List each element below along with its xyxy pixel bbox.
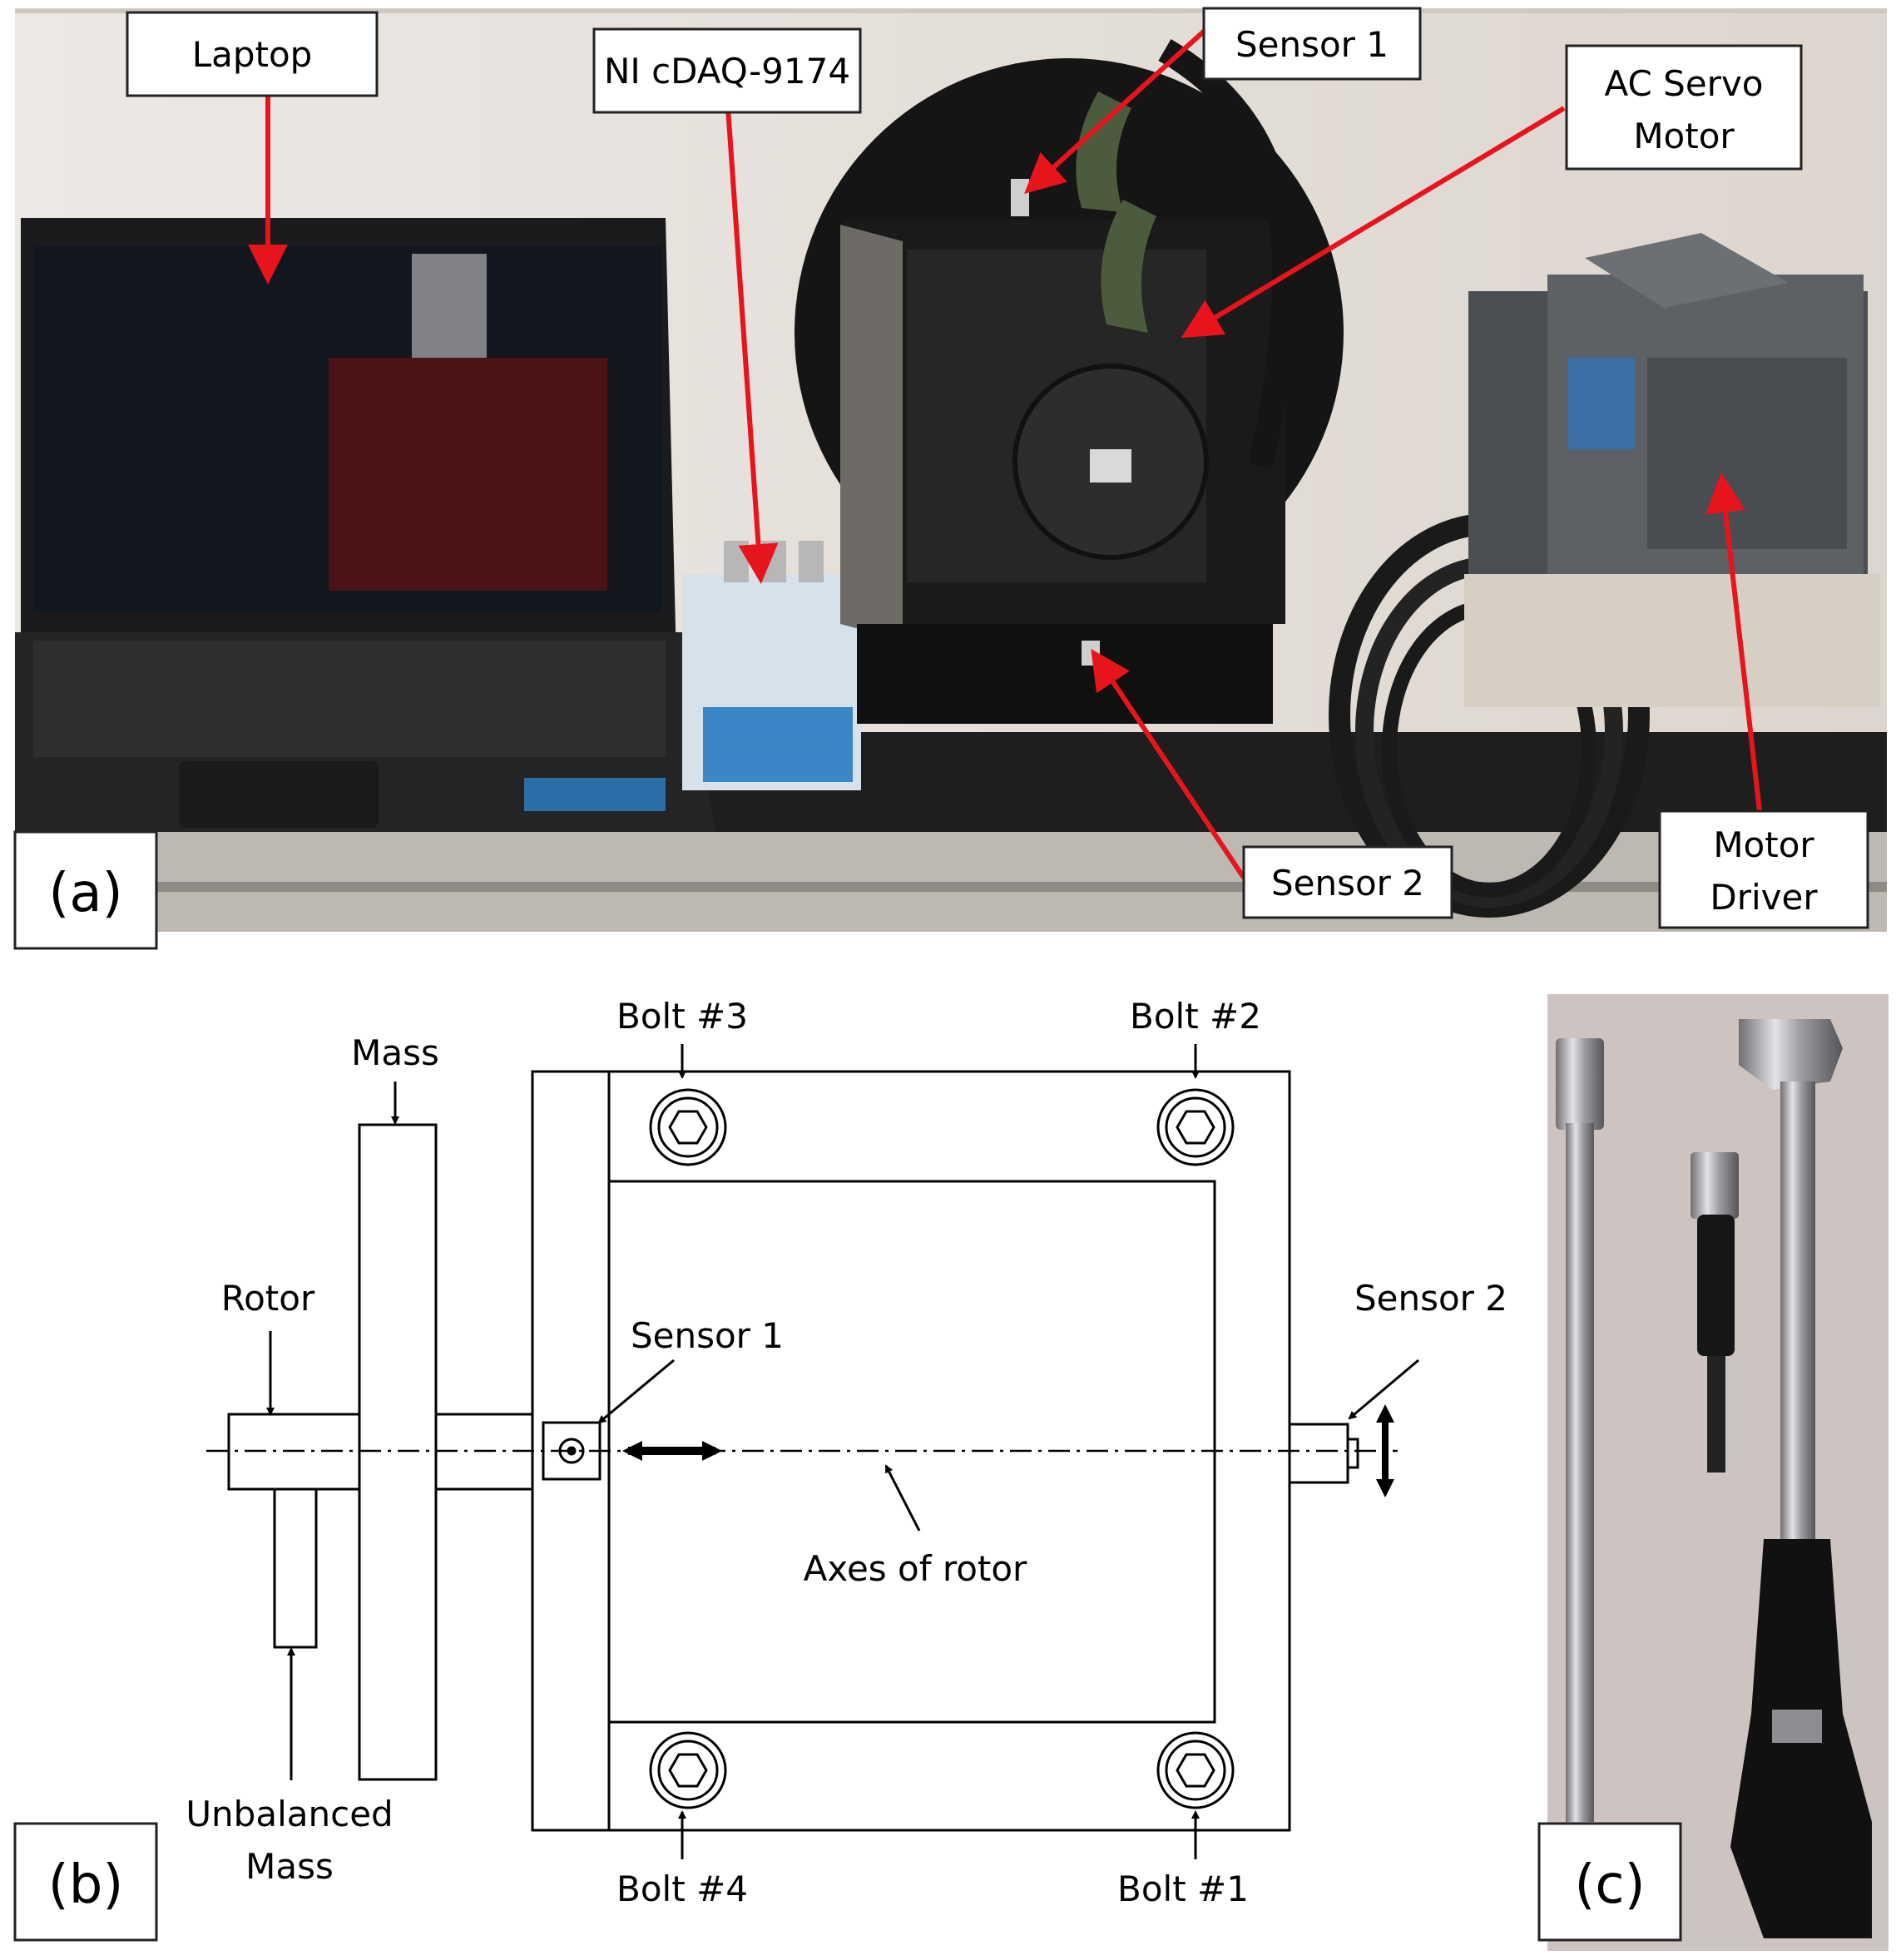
frame-plate bbox=[840, 225, 903, 641]
driver-label bbox=[1568, 358, 1635, 449]
power-cable bbox=[1158, 39, 1298, 469]
motor-base bbox=[857, 624, 1273, 724]
socket-adapter bbox=[1691, 1152, 1739, 1472]
socket-rubber bbox=[1697, 1215, 1735, 1356]
panel-a-tag: (a) bbox=[13, 830, 158, 950]
callout-sensor1-text: Sensor 1 bbox=[1235, 24, 1389, 65]
bolt-2 bbox=[1156, 1088, 1235, 1166]
arrow-daq bbox=[725, 95, 779, 584]
label-axes-of-rotor: Axes of rotor bbox=[804, 1548, 1027, 1589]
sensor2-tip bbox=[1346, 1438, 1359, 1469]
wrench-ratchet-head bbox=[1739, 1019, 1843, 1090]
arrow-servo-motor bbox=[1181, 106, 1566, 339]
callout-sensor2-text: Sensor 2 bbox=[1271, 863, 1424, 903]
extension-socket-end bbox=[1556, 1038, 1604, 1130]
panel-c-photo: (c) bbox=[1537, 994, 1889, 1951]
callout-motor-driver-line2: Driver bbox=[1710, 877, 1818, 918]
bolt-4 bbox=[649, 1731, 727, 1809]
panel-b-labels: Bolt #3 Bolt #2 Mass Rotor Sensor 1 Sens… bbox=[13, 996, 1507, 1942]
sensor2-arrow-down bbox=[1376, 1479, 1394, 1497]
bolt-1 bbox=[1156, 1731, 1235, 1809]
touchpad bbox=[179, 761, 379, 828]
label-bolt2: Bolt #2 bbox=[1130, 996, 1261, 1037]
connector-2 bbox=[1101, 200, 1156, 333]
sensor1-photo bbox=[1011, 179, 1029, 216]
daq-connector-1 bbox=[724, 541, 749, 582]
connector-1 bbox=[1076, 92, 1131, 212]
arrow-motor-driver bbox=[1705, 473, 1762, 812]
pointer-axes bbox=[884, 1464, 921, 1532]
callout-motor-driver: Motor Driver bbox=[1658, 809, 1869, 929]
panel-a-photo: Laptop NI cDAQ-9174 Sensor 1 AC Servo Mo… bbox=[13, 7, 1887, 950]
callout-servo-motor-line2: Motor bbox=[1633, 116, 1735, 156]
daq-connector-3 bbox=[799, 541, 824, 582]
driver-keypad bbox=[1585, 233, 1789, 308]
callout-servo-motor-line1: AC Servo bbox=[1605, 63, 1764, 104]
motor-driver-photo bbox=[1464, 233, 1880, 707]
callout-laptop: Laptop bbox=[126, 11, 379, 97]
pointer-sensor1 bbox=[597, 1359, 675, 1424]
callout-servo-motor: AC Servo Motor bbox=[1565, 44, 1803, 171]
label-bolt3: Bolt #3 bbox=[616, 996, 748, 1037]
wrench-shaft bbox=[1780, 1081, 1815, 1547]
laptop-sticker bbox=[524, 778, 666, 811]
driver-vent bbox=[1647, 358, 1847, 549]
label-sensor2: Sensor 2 bbox=[1354, 1278, 1507, 1319]
sensor2-mount bbox=[1288, 1423, 1349, 1484]
callout-sensor2: Sensor 2 bbox=[1242, 845, 1453, 919]
arrow-sensor2 bbox=[1091, 649, 1246, 879]
callout-daq-text: NI cDAQ-9174 bbox=[604, 51, 850, 92]
socket-tip bbox=[1707, 1356, 1725, 1472]
screen-reflection bbox=[412, 254, 487, 358]
callout-daq: NI cDAQ-9174 bbox=[592, 27, 862, 114]
panel-b-tag: (b) bbox=[13, 1822, 158, 1942]
table-rail bbox=[15, 882, 1887, 892]
extension-bar bbox=[1556, 1038, 1604, 1822]
arrow-sensor1 bbox=[1024, 27, 1209, 195]
daq-connector-2 bbox=[761, 541, 786, 582]
daq-photo bbox=[682, 541, 861, 790]
callout-sensor1: Sensor 1 bbox=[1202, 7, 1422, 81]
pointer-sensor2 bbox=[1348, 1359, 1419, 1420]
motor-rig-photo bbox=[795, 39, 1344, 724]
driver-shelf bbox=[1464, 574, 1880, 707]
wrench-collar bbox=[1772, 1710, 1822, 1743]
panel-a-arrows bbox=[248, 27, 1762, 879]
sensor2-arrow-up bbox=[1376, 1404, 1394, 1423]
callout-motor-driver-line1: Motor bbox=[1713, 824, 1814, 865]
wall-seam bbox=[15, 8, 1887, 13]
mass-disc bbox=[358, 1123, 438, 1781]
daq-module bbox=[703, 707, 853, 782]
bolt-3 bbox=[649, 1088, 727, 1166]
label-sensor1: Sensor 1 bbox=[631, 1315, 784, 1356]
panel-a-tag-text: (a) bbox=[48, 863, 122, 924]
label-bolt4: Bolt #4 bbox=[616, 1868, 748, 1909]
panel-c-tag-text: (c) bbox=[1574, 1854, 1645, 1916]
laptop-photo bbox=[15, 218, 715, 832]
sensor1-arrow-right bbox=[702, 1441, 722, 1461]
panel-b-tag-text: (b) bbox=[48, 1854, 124, 1916]
label-unbalanced-line2: Mass bbox=[245, 1846, 334, 1887]
torque-wrench bbox=[1730, 1019, 1872, 1938]
label-unbalanced-line1: Unbalanced bbox=[186, 1794, 393, 1834]
label-mass: Mass bbox=[351, 1032, 439, 1073]
panel-b-schematic bbox=[206, 1044, 1419, 1859]
screen-window bbox=[329, 358, 607, 591]
sensor1-arrow-left bbox=[622, 1441, 642, 1461]
label-bolt1: Bolt #1 bbox=[1117, 1868, 1249, 1909]
extension-shaft bbox=[1566, 1123, 1594, 1822]
unbalanced-mass bbox=[273, 1487, 318, 1649]
socket-chrome bbox=[1691, 1152, 1739, 1219]
panel-c-tag: (c) bbox=[1537, 1822, 1682, 1942]
motor-logo bbox=[1090, 449, 1131, 483]
callout-laptop-text: Laptop bbox=[192, 34, 313, 75]
label-rotor: Rotor bbox=[221, 1278, 315, 1319]
keyboard bbox=[33, 641, 666, 757]
